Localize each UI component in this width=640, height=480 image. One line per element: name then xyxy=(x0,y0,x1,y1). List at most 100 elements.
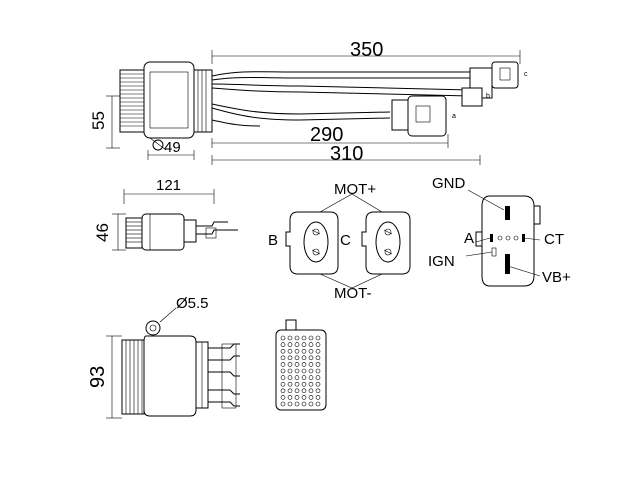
cable-upper-1 xyxy=(211,71,470,77)
grid-pin xyxy=(315,395,321,400)
grid-pin xyxy=(301,342,307,347)
pin-grid-housing xyxy=(275,329,327,411)
grid-pin xyxy=(308,342,314,347)
connector-b-face xyxy=(285,211,339,275)
mounting-hole-top xyxy=(152,139,164,151)
grid-pin xyxy=(301,335,307,341)
pin-gnd xyxy=(505,206,510,220)
grid-pin xyxy=(294,395,300,400)
grid-pin xyxy=(308,401,314,407)
grid-pin xyxy=(315,381,321,387)
grid-pin xyxy=(308,375,314,380)
grid-pin xyxy=(287,395,293,400)
grid-pin xyxy=(280,348,286,354)
dim-310-label: 310 xyxy=(330,143,363,165)
front-view: Ø5.5 93 xyxy=(87,295,240,419)
grid-pin xyxy=(308,355,314,361)
dimension-310: 310 xyxy=(211,143,481,165)
grid-pin xyxy=(294,388,300,394)
grid-pin xyxy=(308,348,314,354)
marker-b: b xyxy=(486,93,490,100)
grid-pin xyxy=(287,342,293,347)
grid-pin xyxy=(301,388,307,394)
grid-pin xyxy=(315,368,321,374)
grid-pin xyxy=(294,362,300,367)
dimension-46: 46 xyxy=(93,213,126,251)
cable-lower xyxy=(211,103,391,115)
dim-93-label: 93 xyxy=(87,366,109,388)
grid-pin xyxy=(287,362,293,367)
grid-pin xyxy=(280,375,286,380)
grid-pin xyxy=(280,388,286,394)
heat-sink-fins-side xyxy=(125,217,143,249)
dim-290-label: 290 xyxy=(310,124,343,146)
dimension-290: 290 xyxy=(211,124,449,148)
housing-front xyxy=(143,335,197,417)
grid-pin xyxy=(315,355,321,361)
grid-pin xyxy=(308,388,314,394)
grid-pin xyxy=(294,335,300,341)
dim-121-label: 121 xyxy=(156,177,181,194)
grid-pin xyxy=(301,355,307,361)
grid-pin xyxy=(287,381,293,387)
grid-pin xyxy=(287,348,293,354)
grid-pin xyxy=(280,355,286,361)
grid-pin xyxy=(315,335,321,341)
dim-55-label: 55 xyxy=(89,111,108,130)
grid-pin xyxy=(301,362,307,367)
dim-350-label: 350 xyxy=(350,39,383,61)
grid-pin xyxy=(294,368,300,374)
grid-pin xyxy=(301,368,307,374)
cable-connector-b xyxy=(491,61,519,89)
ct-label: CT xyxy=(544,231,564,248)
motor-connector-view: MOT+ MOT- B C xyxy=(268,181,411,302)
grid-pin xyxy=(280,362,286,367)
grid-pin xyxy=(280,368,286,374)
grid-pin xyxy=(315,342,321,347)
mot-plus-leader xyxy=(319,193,383,213)
grid-pin xyxy=(308,368,314,374)
pin-grid-view xyxy=(275,319,327,411)
grid-pin xyxy=(315,388,321,394)
pinout-view: GND A CT IGN VB+ xyxy=(428,175,571,287)
dimension-55: 55 xyxy=(89,95,120,149)
grid-pin xyxy=(308,381,314,387)
grid-pin xyxy=(280,395,286,400)
a-label: A xyxy=(464,230,474,247)
grid-pin xyxy=(301,401,307,407)
pin-grid xyxy=(280,335,321,407)
grid-pin xyxy=(301,395,307,400)
dimension-49: 49 xyxy=(147,139,195,160)
mounting-hole-front xyxy=(145,320,161,336)
grid-pin xyxy=(301,348,307,354)
gnd-label: GND xyxy=(432,175,466,192)
mot-minus-label: MOT- xyxy=(334,285,372,302)
grid-pin xyxy=(287,375,293,380)
grid-pin xyxy=(287,368,293,374)
grid-pin xyxy=(308,362,314,367)
grid-pin xyxy=(294,348,300,354)
dimension-350: 350 xyxy=(211,39,521,64)
ign-label: IGN xyxy=(428,253,455,270)
grid-pin xyxy=(280,335,286,341)
connector-c-face xyxy=(361,211,411,275)
grid-pin xyxy=(294,342,300,347)
dim-49-label: 49 xyxy=(164,139,181,156)
heat-sink-fins-front xyxy=(121,339,145,415)
grid-pin xyxy=(315,362,321,367)
pinout-housing xyxy=(481,195,535,287)
hole-diameter-label: Ø5.5 xyxy=(176,295,209,312)
cable-upper-2 xyxy=(211,83,471,91)
grid-pin xyxy=(287,335,293,341)
top-view-assembly: c b a 350 55 49 290 xyxy=(89,39,528,165)
grid-pin xyxy=(287,355,293,361)
grid-pin xyxy=(280,381,286,387)
pin-b-label: B xyxy=(268,232,278,249)
heat-sink-fins-top xyxy=(119,69,145,133)
dimension-121: 121 xyxy=(123,177,215,204)
grid-pin xyxy=(280,342,286,347)
mot-plus-label: MOT+ xyxy=(334,181,376,198)
connector-block-top xyxy=(193,69,213,133)
pin-vb xyxy=(505,254,510,274)
grid-pin xyxy=(294,381,300,387)
